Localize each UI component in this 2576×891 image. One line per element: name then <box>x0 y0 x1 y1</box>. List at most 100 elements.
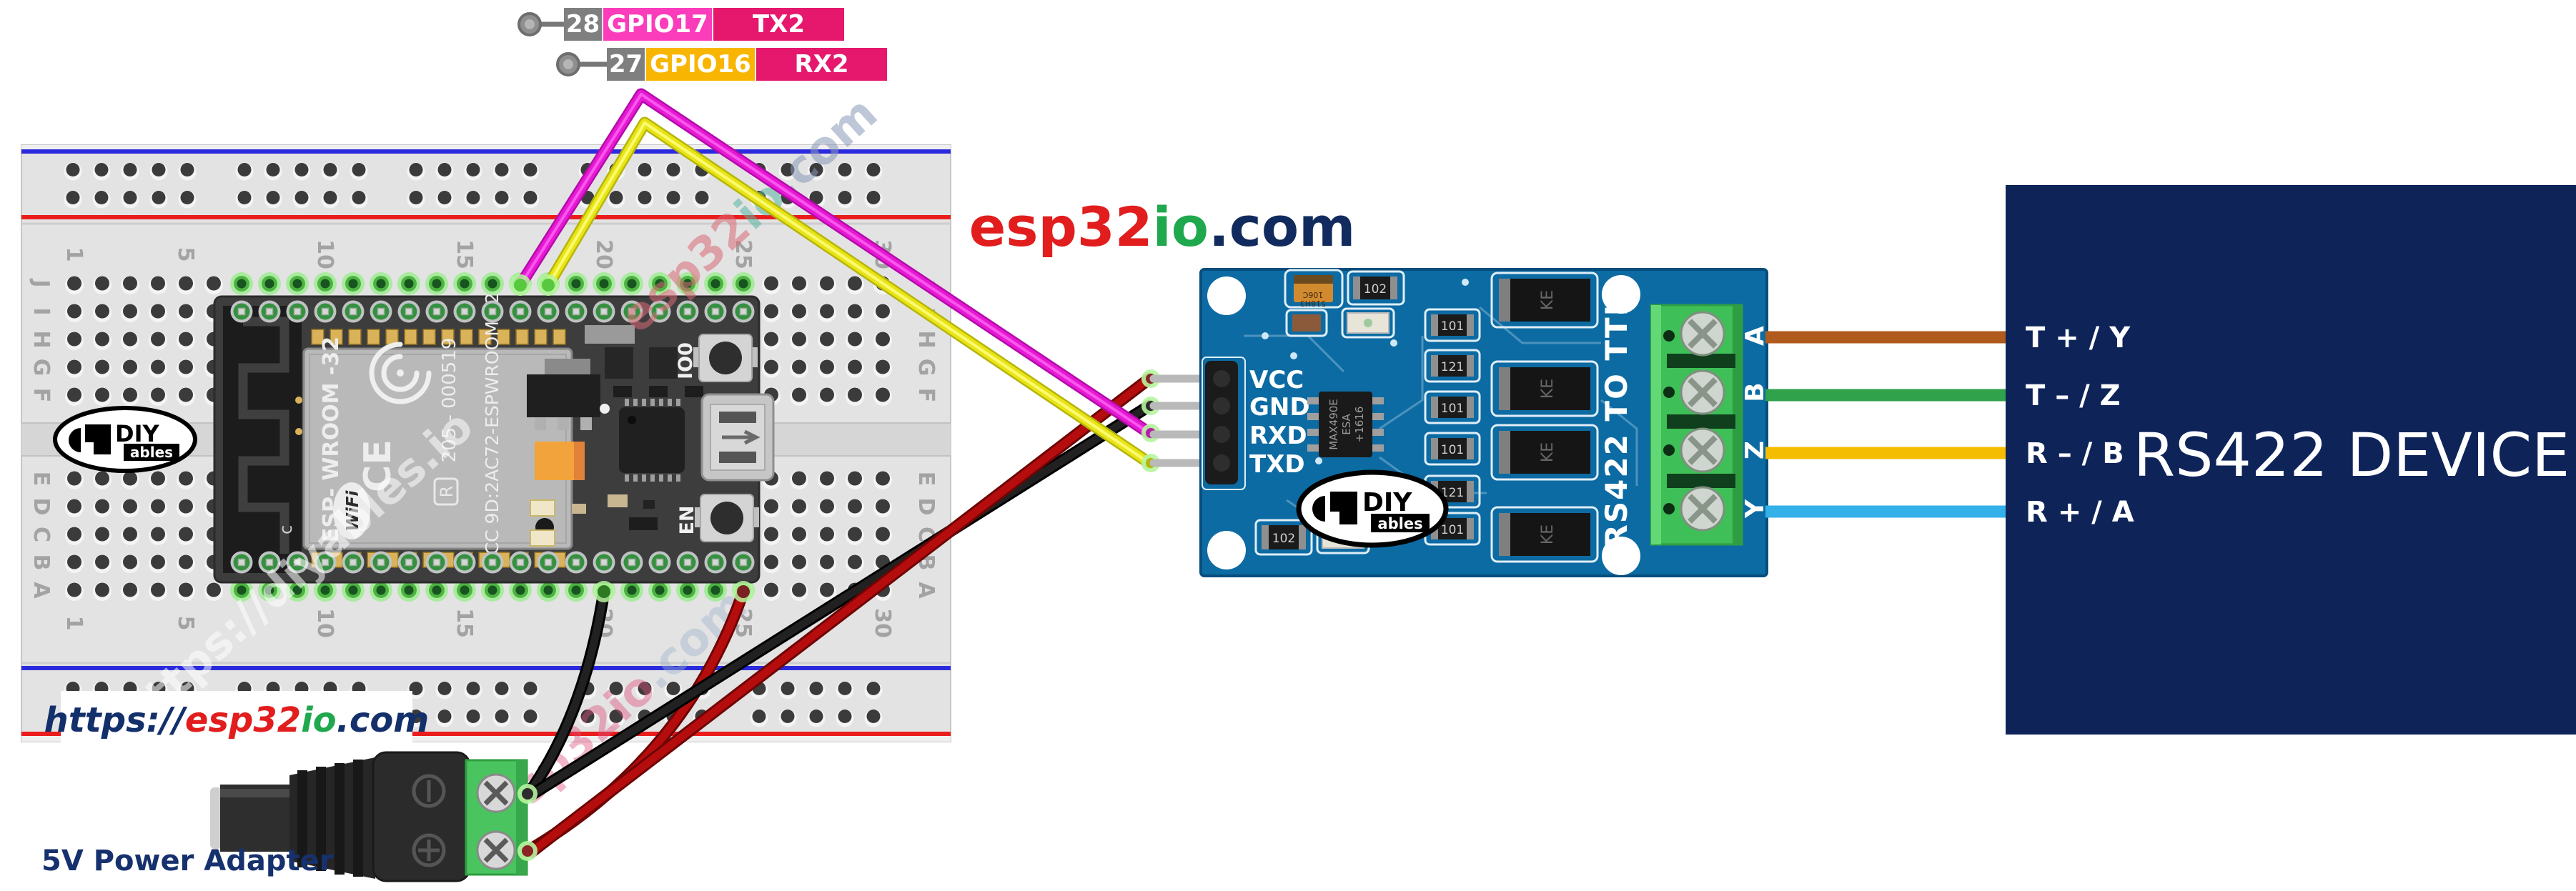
top-red-rail-line <box>21 215 951 219</box>
svg-text:28: 28 <box>566 10 600 39</box>
rs422-device-box <box>2006 185 2576 735</box>
connection-dot <box>517 784 538 804</box>
svg-text:I: I <box>29 307 54 315</box>
wifi-logo-icon: WiFi <box>333 482 370 539</box>
svg-text:1: 1 <box>61 247 86 262</box>
terminal-screw <box>1680 311 1725 357</box>
smd-diode: KE <box>1490 424 1599 481</box>
max490-chip: MAX490E ESA +1616 <box>1307 392 1384 457</box>
shield-fcc-text: FCC 9D:2AC72-ESPWROOM 32 <box>482 292 502 564</box>
top-blue-rail-line <box>21 149 951 154</box>
ce-mark: CE <box>357 439 400 492</box>
svg-text:DIY: DIY <box>1362 488 1412 517</box>
svg-text:ables: ables <box>1377 515 1422 532</box>
svg-text:H: H <box>913 330 938 348</box>
svg-text:F: F <box>29 388 54 403</box>
led <box>530 529 555 547</box>
voltage-regulator <box>527 359 600 430</box>
led <box>1347 312 1389 334</box>
svg-text:KE: KE <box>1539 379 1557 399</box>
row-letters-left: J I H G F E D C B A <box>29 278 54 599</box>
gpio-pin-callouts: 28 GPIO17 TX2 27 GPIO16 RX2 <box>517 8 887 81</box>
pin-number-box <box>607 48 645 81</box>
signal-name-box <box>713 8 844 41</box>
wire-magenta-highlight <box>519 93 1151 434</box>
smd-resistor: 101 <box>1424 308 1481 342</box>
svg-text:J: J <box>29 278 54 287</box>
enable-button <box>695 494 759 542</box>
device-pin-tz: T – / Z <box>2026 379 2121 412</box>
svg-text:MAX490E: MAX490E <box>1327 399 1340 450</box>
svg-text:C: C <box>29 527 54 542</box>
barrel-tip <box>210 787 222 849</box>
plus-terminal-icon <box>412 833 446 867</box>
power-adapter <box>210 751 528 882</box>
module-pin-label-txd: TXD <box>1249 450 1305 479</box>
pin-number-box <box>564 8 602 41</box>
svg-text:GPIO17: GPIO17 <box>607 10 708 39</box>
diyables-logo-module: DIY ables <box>1296 469 1449 548</box>
svg-text:G: G <box>913 359 938 377</box>
smd-resistor <box>1353 277 1397 299</box>
svg-text:DIY: DIY <box>115 420 159 447</box>
smd-cap <box>1292 314 1321 332</box>
svg-text:106C: 106C <box>1302 290 1323 299</box>
svg-text:KE: KE <box>1539 524 1557 544</box>
connection-dot <box>593 581 615 602</box>
device-pin-rb: R – / B <box>2026 437 2124 470</box>
terminal-label-b: B <box>1740 382 1770 402</box>
svg-text:121: 121 <box>1441 486 1464 500</box>
espressif-logo-icon <box>369 342 432 404</box>
svg-text:5: 5 <box>173 616 198 631</box>
terminal-screw <box>1680 427 1725 473</box>
svg-text:E: E <box>913 472 938 487</box>
svg-text:B: B <box>29 554 54 571</box>
gpio-name-box <box>646 48 755 81</box>
terminal-label-y: Y <box>1740 499 1770 519</box>
svg-text:20: 20 <box>591 239 616 269</box>
wire-black-gnd-adapter <box>525 587 608 797</box>
module-pin-label-vcc: VCC <box>1249 366 1304 394</box>
antenna-mark: c <box>276 525 296 534</box>
row-j-connected-holes <box>227 269 758 298</box>
smd-resistor: 121 <box>1424 349 1481 383</box>
bottom-blue-rail-line <box>21 666 951 670</box>
url-text: https://esp32io.com <box>44 700 430 740</box>
boot-button-label: IO0 <box>675 342 697 379</box>
shield-serial-text: 205 - 000519 <box>439 338 460 463</box>
svg-text:10: 10 <box>312 239 337 269</box>
svg-text:RX2: RX2 <box>794 50 848 79</box>
module-top-components: 106C 518H3 102 <box>1284 269 1405 339</box>
esp32-bottom-pin-row <box>227 548 758 577</box>
svg-text:F: F <box>913 388 938 403</box>
mounting-hole <box>1207 277 1246 315</box>
svg-text:TX2: TX2 <box>753 10 805 39</box>
svg-text:E: E <box>29 472 54 487</box>
module-board-label: RS422 TO TTL <box>1599 296 1634 548</box>
smd-diode: KE <box>1490 272 1599 329</box>
svg-text:101: 101 <box>1441 402 1464 416</box>
svg-text:D: D <box>29 498 54 516</box>
mounting-hole <box>1207 531 1246 569</box>
svg-text:121: 121 <box>1441 360 1464 374</box>
module-pin-header <box>1205 361 1238 484</box>
r-mark: R <box>433 477 459 506</box>
svg-text:5: 5 <box>173 247 198 262</box>
smd-diode: KE <box>1490 506 1599 563</box>
connection-dot <box>517 841 538 861</box>
svg-text:101: 101 <box>1441 443 1464 457</box>
bottom-red-rail-line <box>21 732 951 736</box>
svg-text:ESA: ESA <box>1340 413 1353 434</box>
svg-text:A: A <box>913 582 938 599</box>
terminal-screw <box>476 773 516 813</box>
terminal-label-z: Z <box>1740 441 1770 459</box>
svg-text:R: R <box>437 486 457 498</box>
module-pin-label-gnd: GND <box>1249 393 1310 422</box>
minus-terminal-icon <box>412 774 446 808</box>
svg-text:D: D <box>913 498 938 516</box>
led <box>530 499 555 517</box>
enable-button-label: EN <box>676 505 698 534</box>
esp32-devkit-board: c ESP- WROOM -32 CE 205 - 000519 R FCC 9… <box>213 292 775 584</box>
